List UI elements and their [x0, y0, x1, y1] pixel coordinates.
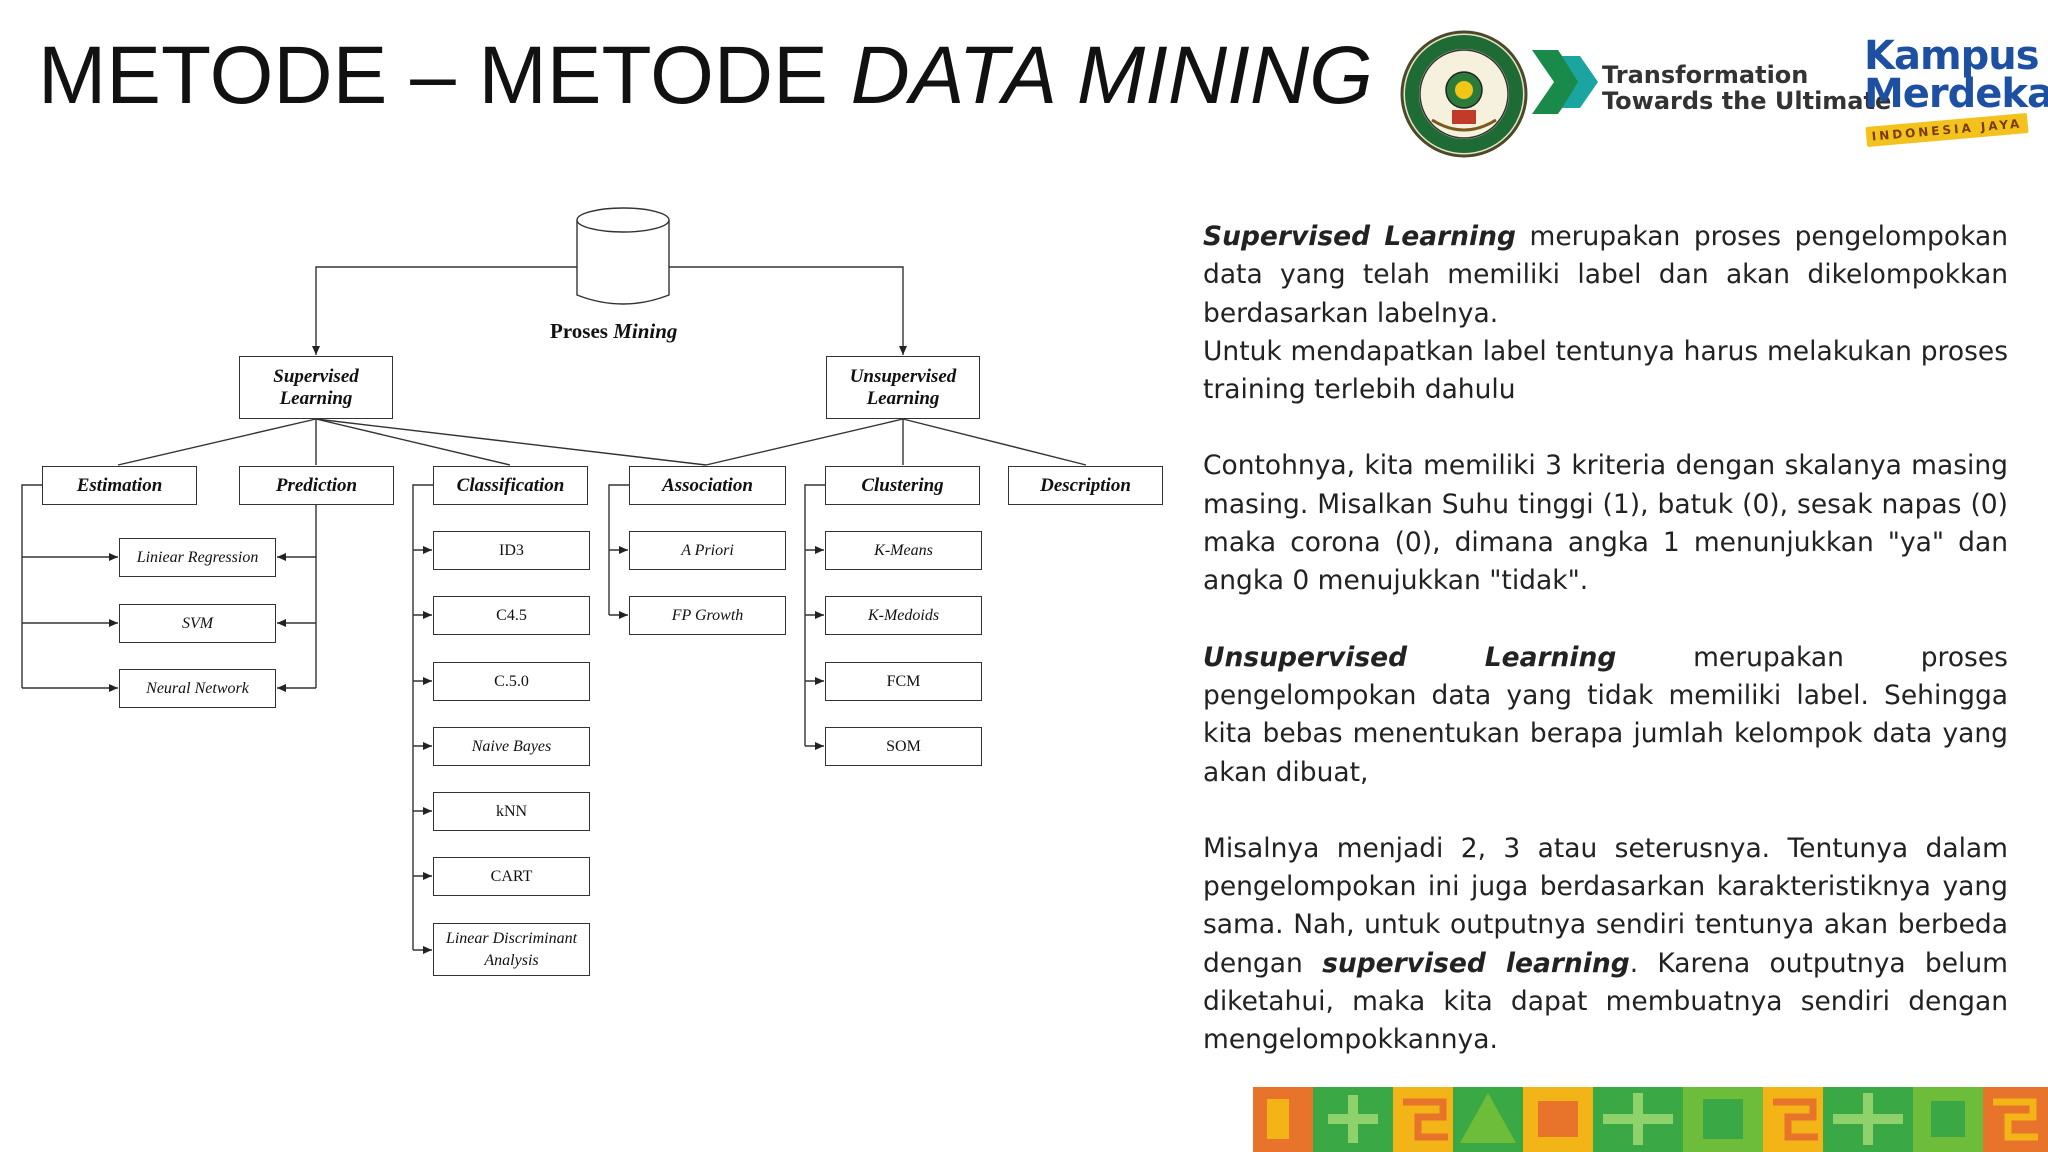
- explanation-text: Supervised Learning merupakan proses pen…: [1203, 218, 2008, 1060]
- diagram-leaf: kNN: [433, 792, 590, 831]
- ttu-logo: Transformation Towards the Ultimate: [1528, 42, 1891, 128]
- association-box: Association: [629, 466, 786, 505]
- p1-rest: merupakan proses pengelompokan data yang…: [1203, 221, 2008, 329]
- title-part2: DATA MINING: [850, 30, 1373, 121]
- km-line1: Kampus: [1864, 33, 2040, 79]
- paragraph-unsupervised: Unsupervised Learning merupakan proses p…: [1203, 639, 2008, 792]
- term-supervised-learning: supervised learning: [1322, 947, 1630, 979]
- kampus-merdeka-logo: Kampus Merdeka INDONESIA JAYA: [1860, 33, 2048, 148]
- diagram-leaf: CART: [433, 857, 590, 896]
- diagram-leaf: FCM: [825, 662, 982, 701]
- data-mining-diagram: Proses Mining Supervised Learning Unsupe…: [0, 195, 1180, 995]
- term-unsupervised: Unsupervised Learning: [1203, 641, 1617, 673]
- slide-title: METODE – METODE DATA MINING: [38, 26, 1373, 126]
- diagram-leaf: SOM: [825, 727, 982, 766]
- p5-end: . Karena outputnya belum diketahui, maka…: [1203, 947, 2009, 1056]
- ttu-mark-icon: [1532, 50, 1598, 114]
- paragraph-supervised: Supervised Learning merupakan proses pen…: [1203, 218, 2008, 333]
- diagram-leaf: K-Means: [825, 531, 982, 570]
- km-band-text: INDONESIA JAYA: [1871, 116, 2023, 144]
- usu-seal-logo: [1398, 28, 1530, 160]
- p5-start: Misalnya menjadi 2, 3 atau seterusnya. T…: [1203, 832, 2008, 979]
- ttu-line1: Transformation: [1602, 61, 1809, 89]
- ttu-line2: Towards the Ultimate: [1602, 87, 1892, 115]
- title-part1: METODE – METODE: [38, 30, 851, 121]
- ttu-wordmark: Transformation Towards the Ultimate: [1602, 62, 1891, 114]
- diagram-leaf: K-Medoids: [825, 596, 982, 635]
- diagram-connectors: [21, 207, 1087, 954]
- proses-label-italic: Mining: [613, 319, 678, 343]
- diagram-leaf: Neural Network: [119, 669, 276, 708]
- paragraph-output: Misalnya menjadi 2, 3 atau seterusnya. T…: [1203, 830, 2008, 1060]
- supervised-learning-box: Supervised Learning: [239, 356, 393, 419]
- diagram-leaf: C4.5: [433, 596, 590, 635]
- diagram-leaf: SVM: [119, 604, 276, 643]
- term-supervised: Supervised Learning: [1203, 221, 1516, 252]
- proses-mining-label: Proses Mining: [550, 319, 677, 344]
- p4-rest: merupakan proses pengelompokan data yang…: [1203, 641, 2008, 788]
- diagram-leaf: Linear Discriminant Analysis: [433, 923, 590, 976]
- proses-label-prefix: Proses: [550, 319, 614, 343]
- unsupervised-learning-label: Unsupervised Learning: [849, 365, 957, 409]
- diagram-leaf: ID3: [433, 531, 590, 570]
- paragraph-example: Contohnya, kita memiliki 3 kriteria deng…: [1203, 450, 2008, 597]
- supervised-learning-label: Supervised Learning: [273, 365, 359, 409]
- diagram-leaf: Liniear Regression: [119, 538, 276, 577]
- classification-box: Classification: [433, 466, 588, 505]
- description-box: Description: [1008, 466, 1163, 505]
- unsupervised-learning-box: Unsupervised Learning: [826, 356, 980, 419]
- km-band: INDONESIA JAYA: [1865, 112, 2029, 148]
- decorative-pattern-band: [1253, 1087, 2048, 1152]
- diagram-leaf: A Priori: [629, 531, 786, 570]
- km-line2: Merdeka: [1864, 71, 2048, 117]
- diagram-leaf: C.5.0: [433, 662, 590, 701]
- paragraph-training: Untuk mendapatkan label tentunya harus m…: [1203, 335, 2008, 406]
- prediction-box: Prediction: [239, 466, 394, 505]
- diagram-leaf: Naive Bayes: [433, 727, 590, 766]
- clustering-box: Clustering: [825, 466, 980, 505]
- estimation-box: Estimation: [42, 466, 197, 505]
- diagram-leaf: FP Growth: [629, 596, 786, 635]
